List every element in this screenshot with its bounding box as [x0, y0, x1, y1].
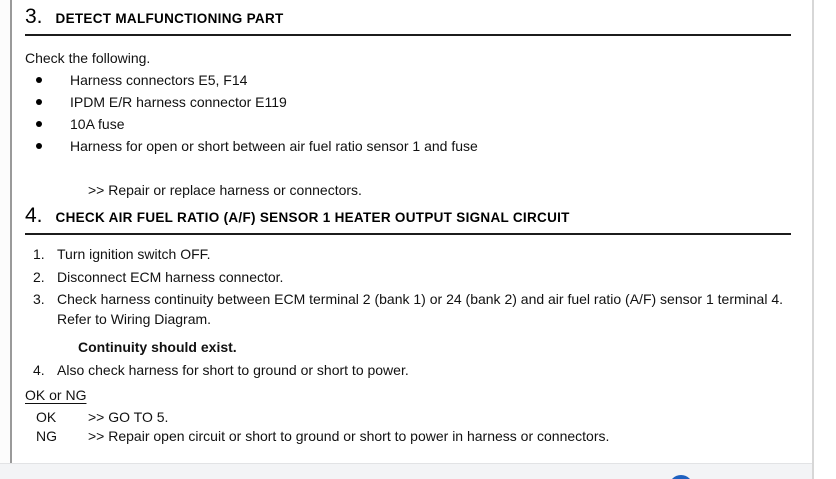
result-instruction: >> GO TO 5.: [88, 408, 169, 425]
bullet-text: Harness connectors E5, F14: [70, 72, 248, 88]
bullet-icon: [36, 143, 42, 149]
step-row: 3. Check harness continuity between ECM …: [25, 290, 791, 329]
section-3-heading: 3. DETECT MALFUNCTIONING PART: [25, 4, 791, 32]
result-label: OK: [36, 408, 57, 425]
decision-label: OK or NG: [25, 386, 87, 403]
result-row: NG >> Repair open circuit or short to gr…: [25, 427, 791, 446]
right-page-rule: [812, 0, 814, 479]
list-item: 10A fuse: [25, 113, 791, 135]
step-row: 2. Disconnect ECM harness connector.: [25, 268, 791, 288]
bullet-text: 10A fuse: [70, 116, 125, 132]
list-item: Harness connectors E5, F14: [25, 69, 791, 91]
section-4-heading: 4. CHECK AIR FUEL RATIO (A/F) SENSOR 1 H…: [25, 203, 791, 231]
section-4-title: CHECK AIR FUEL RATIO (A/F) SENSOR 1 HEAT…: [55, 210, 570, 225]
result-row: OK >> GO TO 5.: [25, 408, 791, 427]
section-3-intro: Check the following.: [25, 50, 151, 66]
list-item: Harness for open or short between air fu…: [25, 135, 791, 157]
step-text: Disconnect ECM harness connector.: [57, 268, 284, 285]
bullet-icon: [36, 121, 42, 127]
bottom-bar: [0, 463, 812, 479]
bullet-icon: [36, 77, 42, 83]
section-4-rule: [25, 233, 791, 235]
step-text: Check harness continuity between ECM ter…: [57, 290, 791, 329]
bullet-text: IPDM E/R harness connector E119: [70, 94, 287, 110]
page-content: 3. DETECT MALFUNCTIONING PART Check the …: [25, 4, 791, 446]
section-3-title: DETECT MALFUNCTIONING PART: [55, 11, 284, 26]
check-list: Harness connectors E5, F14 IPDM E/R harn…: [25, 69, 791, 157]
step-text: Also check harness for short to ground o…: [57, 362, 409, 378]
step-number: 2.: [33, 268, 45, 285]
result-instruction: >> Repair open circuit or short to groun…: [88, 427, 610, 444]
procedure-steps: 1. Turn ignition switch OFF. 2. Disconne…: [25, 245, 791, 329]
step-note: Refer to Wiring Diagram.: [57, 310, 212, 327]
list-item: IPDM E/R harness connector E119: [25, 91, 791, 113]
section-3-number: 3.: [25, 5, 43, 28]
step-number: 1.: [33, 246, 45, 262]
spec-text: Continuity should exist.: [78, 339, 237, 355]
step-text: Turn ignition switch OFF.: [57, 246, 211, 262]
left-margin: [0, 0, 10, 463]
action-instruction: >> Repair or replace harness or connecto…: [88, 182, 362, 198]
step-number: 4.: [33, 362, 45, 378]
step-text-main: Check harness continuity between ECM ter…: [57, 291, 783, 307]
step-row: 4. Also check harness for short to groun…: [25, 361, 791, 381]
left-page-rule: [10, 0, 12, 463]
result-label: NG: [36, 427, 57, 444]
step-row: 1. Turn ignition switch OFF.: [25, 245, 791, 265]
section-4-number: 4.: [25, 204, 43, 227]
bullet-text: Harness for open or short between air fu…: [70, 138, 478, 154]
section-3-rule: [25, 34, 791, 36]
bullet-icon: [36, 99, 42, 105]
results-block: OK >> GO TO 5. NG >> Repair open circuit…: [25, 408, 791, 446]
help-fab-button[interactable]: [669, 475, 693, 479]
step-number: 3.: [33, 291, 45, 307]
